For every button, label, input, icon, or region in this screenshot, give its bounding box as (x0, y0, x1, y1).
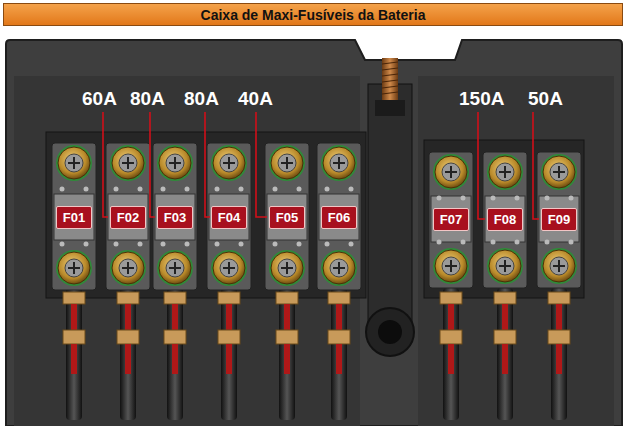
fuse-number: F06 (328, 210, 350, 225)
fuse-number: F01 (63, 210, 85, 225)
terminal-nut (541, 154, 577, 190)
terminal-nut (541, 248, 577, 284)
terminal-nut (269, 250, 305, 286)
cable (494, 288, 516, 420)
terminal-nut (433, 248, 469, 284)
amperage-label: 80A (130, 89, 165, 108)
terminal-nut (56, 145, 92, 181)
amperage-label: 40A (238, 89, 273, 108)
housing (6, 40, 622, 426)
fuse-number: F08 (494, 212, 516, 227)
title: Caixa de Maxi-Fusíveis da Bateria (201, 7, 426, 23)
housing-panel (14, 76, 360, 426)
amperage-label: 80A (184, 89, 219, 108)
terminal-nut (110, 145, 146, 181)
cable (328, 288, 350, 420)
cable (440, 288, 462, 420)
fuse-number: F07 (440, 212, 462, 227)
fuse-plate (537, 152, 581, 288)
grommet (366, 308, 414, 356)
fuse-number: F02 (117, 210, 139, 225)
fuse-number: F03 (164, 210, 186, 225)
terminal-nut (321, 145, 357, 181)
fuse-label: F05 (269, 206, 305, 229)
fuse-number: F05 (276, 210, 298, 225)
terminal-nut (157, 145, 193, 181)
amperage-label: 150A (459, 89, 504, 108)
fuse-number: F09 (548, 212, 570, 227)
center-bar (368, 84, 412, 334)
terminal-nut (110, 250, 146, 286)
leader-lines (103, 112, 539, 219)
terminal-nut (269, 145, 305, 181)
fuse-label: F06 (321, 206, 357, 229)
fuse-label: F07 (433, 208, 469, 231)
fuse-plate (429, 152, 473, 288)
housing-panel (418, 76, 614, 426)
terminal-nut (211, 250, 247, 286)
terminal-nut (487, 154, 523, 190)
fuse-plate (153, 143, 197, 290)
fuse-compartment (424, 140, 584, 298)
battery-bolt (382, 58, 398, 104)
fuse-label: F02 (110, 206, 146, 229)
terminal-nut (487, 248, 523, 284)
bolt-base (375, 100, 405, 116)
fuse-plate (483, 152, 527, 288)
fuse-label: F03 (157, 206, 193, 229)
terminal-nut (56, 250, 92, 286)
cable (276, 288, 298, 420)
terminal-nut (211, 145, 247, 181)
title-bar: Caixa de Maxi-Fusíveis da Bateria (3, 3, 623, 26)
fuse-plate (317, 143, 361, 290)
fuse-label: F04 (211, 206, 247, 229)
cable (164, 288, 186, 420)
terminal-nut (157, 250, 193, 286)
grommet-hole (378, 320, 402, 344)
fuse-plate (207, 143, 251, 290)
cable (548, 288, 570, 420)
fuse-plate (106, 143, 150, 290)
fuse-label: F01 (56, 206, 92, 229)
cable (218, 288, 240, 420)
fuse-label: F09 (541, 208, 577, 231)
fuse-plate (52, 143, 96, 290)
terminal-nut (321, 250, 357, 286)
terminal-nut (433, 154, 469, 190)
fuse-plate (265, 143, 309, 290)
cable (117, 288, 139, 420)
amperage-label: 50A (528, 89, 563, 108)
fuse-number: F04 (218, 210, 240, 225)
amperage-label: 60A (82, 89, 117, 108)
fuse-compartment (46, 132, 366, 298)
fuse-label: F08 (487, 208, 523, 231)
cable (63, 288, 85, 420)
